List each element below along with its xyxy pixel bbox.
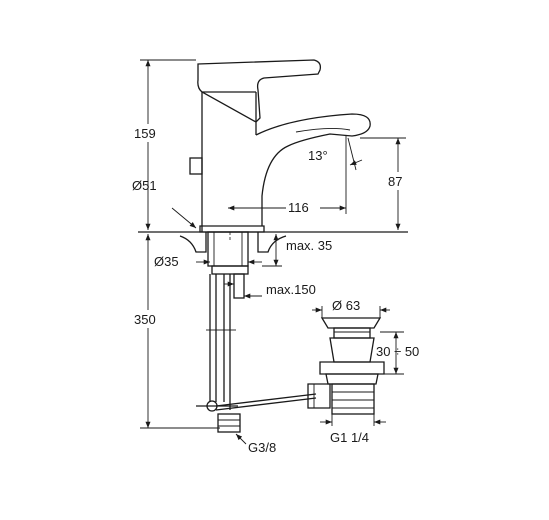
label-max-150: max.150 bbox=[266, 282, 316, 297]
label-30-50: 30 ÷ 50 bbox=[376, 344, 419, 359]
mounting-assembly bbox=[179, 231, 317, 433]
faucet-body bbox=[189, 59, 371, 233]
dimension-lines bbox=[140, 59, 406, 445]
label-diameter-35: Ø35 bbox=[154, 254, 179, 269]
label-87: 87 bbox=[388, 174, 402, 189]
waste-assembly bbox=[307, 317, 385, 415]
label-g3-8: G3/8 bbox=[248, 440, 276, 455]
label-159: 159 bbox=[134, 126, 156, 141]
label-diameter-51: Ø51 bbox=[132, 178, 157, 193]
label-max-35: max. 35 bbox=[286, 238, 332, 253]
label-g1-1-4: G1 1/4 bbox=[330, 430, 369, 445]
label-diameter-63: Ø 63 bbox=[332, 298, 360, 313]
label-angle-13: 13° bbox=[308, 148, 328, 163]
label-116: 116 bbox=[288, 200, 309, 215]
label-350: 350 bbox=[134, 312, 156, 327]
